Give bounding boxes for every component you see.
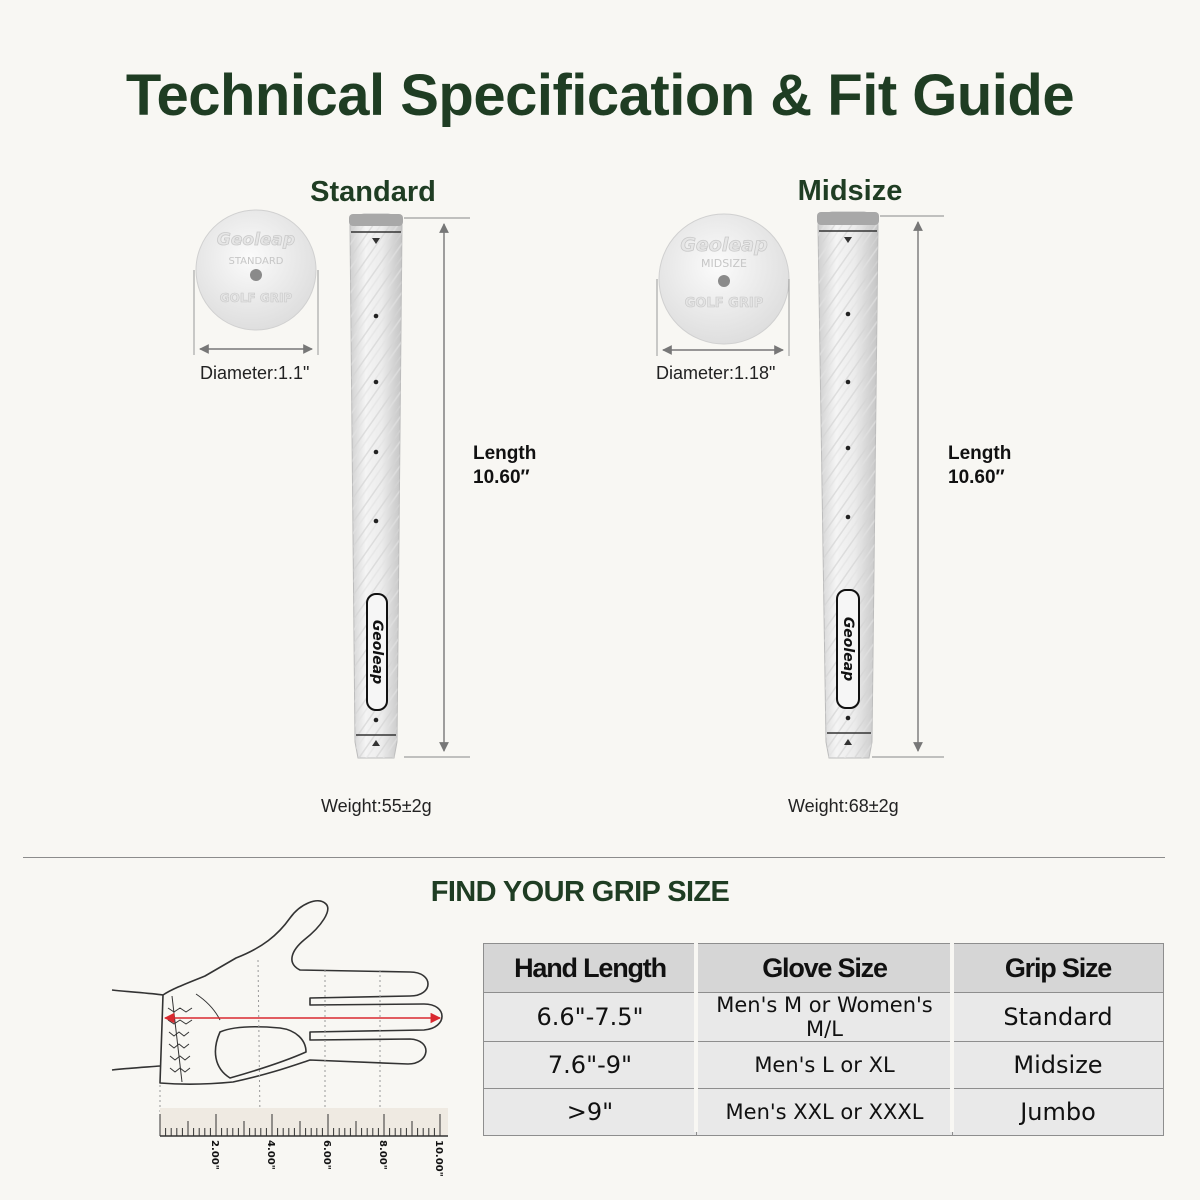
grip-size-cell: Jumbo	[952, 1088, 1164, 1136]
measuring-ruler: 2.00" 4.00" 6.00" 8.00" 10.00"	[159, 1108, 448, 1177]
standard-weight: Weight:55±2g	[321, 796, 432, 816]
length-label: Length	[948, 443, 1012, 464]
midsize-length: Length 10.60″	[948, 442, 1011, 490]
grip-brand-logo: Geoleap	[369, 620, 385, 684]
column-gap	[950, 943, 954, 1132]
ruler-label-10: 10.00"	[433, 1140, 444, 1177]
midsize-heading: Midsize	[797, 175, 903, 207]
ruler-label-2: 2.00"	[209, 1140, 220, 1170]
table-row: 6.6"-7.5" Men's M or Women's M/L Standar…	[483, 992, 1164, 1042]
standard-grip: Geoleap	[349, 213, 470, 759]
midsize-grip: Geoleap	[817, 211, 944, 759]
length-label: Length	[473, 443, 537, 464]
hand-length-cell: >9"	[483, 1088, 697, 1136]
glove-size-cell: Men's M or Women's M/L	[696, 992, 953, 1042]
cap-golf-grip-text: GOLF GRIP	[685, 296, 763, 311]
grip-size-cell: Standard	[952, 992, 1164, 1042]
cap-size-text: STANDARD	[228, 256, 283, 267]
header-hand-length: Hand Length	[483, 943, 697, 993]
standard-diameter: Diameter:1.1"	[200, 363, 310, 383]
standard-length: Length 10.60″	[473, 442, 536, 490]
cap-brand-text: Geoleap	[217, 230, 295, 250]
ruler-label-4: 4.00"	[265, 1140, 276, 1170]
standard-end-cap: Geoleap STANDARD GOLF GRIP	[193, 209, 319, 355]
midsize-weight: Weight:68±2g	[788, 796, 899, 816]
table-row: >9" Men's XXL or XXXL Jumbo	[483, 1088, 1164, 1136]
section-divider	[23, 857, 1165, 858]
header-glove-size: Glove Size	[696, 943, 953, 993]
glove-size-cell: Men's XXL or XXXL	[696, 1088, 953, 1136]
page-title: Technical Specification & Fit Guide	[125, 63, 1075, 128]
cap-brand-text: Geoleap	[680, 234, 767, 256]
hand-length-cell: 7.6"-9"	[483, 1041, 697, 1089]
cap-size-text: MIDSIZE	[701, 257, 747, 270]
midsize-diameter: Diameter:1.18"	[656, 363, 776, 383]
hand-length-cell: 6.6"-7.5"	[483, 992, 697, 1042]
standard-heading: Standard	[310, 176, 436, 208]
table-row: 7.6"-9" Men's L or XL Midsize	[483, 1041, 1164, 1089]
grip-size-table: Hand Length Glove Size Grip Size 6.6"-7.…	[483, 943, 1164, 1136]
glove-size-cell: Men's L or XL	[696, 1041, 953, 1089]
glove-illustration	[111, 900, 443, 1121]
column-gap	[694, 943, 698, 1132]
midsize-end-cap: Geoleap MIDSIZE GOLF GRIP	[656, 213, 790, 356]
find-grip-size-heading: FIND YOUR GRIP SIZE	[430, 876, 730, 908]
cap-golf-grip-text: GOLF GRIP	[220, 291, 293, 305]
table-header-row: Hand Length Glove Size Grip Size	[483, 943, 1164, 993]
length-value: 10.60″	[473, 467, 530, 488]
ruler-label-8: 8.00"	[377, 1140, 388, 1170]
length-value: 10.60″	[948, 467, 1005, 488]
ruler-label-6: 6.00"	[321, 1140, 332, 1170]
header-grip-size: Grip Size	[952, 943, 1164, 993]
grip-brand-logo: Geoleap	[840, 617, 856, 681]
grip-size-cell: Midsize	[952, 1041, 1164, 1089]
